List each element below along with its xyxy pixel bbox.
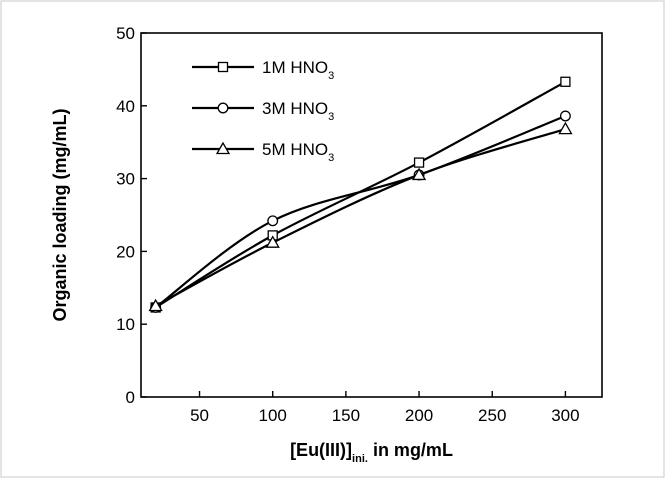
marker-square — [560, 76, 571, 87]
legend-label-sub: 3 — [328, 111, 334, 123]
legend-label-sub: 3 — [328, 70, 334, 82]
legend-label-main: 5M HNO — [262, 140, 328, 159]
marker-square — [413, 157, 425, 168]
series-3 — [148, 121, 573, 312]
marker-triangle — [215, 141, 231, 155]
axis-ticks: 50 100 150 200 250 300 0 10 20 30 40 50 — [116, 24, 580, 425]
plot-frame — [140, 32, 603, 398]
marker-circle — [217, 102, 229, 114]
series-line — [155, 80, 566, 309]
series-line — [155, 128, 566, 307]
marker-triangle — [148, 298, 163, 312]
x-tick-label: 150 — [332, 406, 360, 425]
legend-entry-2: 3M HNO3 — [192, 99, 334, 123]
x-axis-title-sub: ini. — [352, 453, 368, 465]
marker-circle — [559, 110, 571, 122]
y-tick-label: 20 — [116, 242, 135, 261]
legend-entry-1: 1M HNO3 — [192, 58, 334, 82]
x-tick-label: 100 — [259, 406, 287, 425]
y-tick-label: 40 — [116, 97, 135, 116]
legend-label: 5M HNO3 — [262, 140, 334, 164]
legend-label: 1M HNO3 — [262, 58, 334, 82]
y-tick-label: 50 — [116, 24, 135, 43]
x-tick-label: 250 — [478, 406, 506, 425]
y-tick-label: 30 — [116, 170, 135, 189]
y-tick-label: 0 — [126, 388, 135, 407]
series-line — [154, 114, 566, 309]
x-tick-label: 300 — [551, 406, 579, 425]
y-tick-label: 10 — [116, 315, 135, 334]
legend-label: 3M HNO3 — [262, 99, 334, 123]
x-axis-title-main: [Eu(III)] — [290, 440, 352, 460]
marker-triangle — [411, 167, 427, 181]
marker-circle — [267, 215, 279, 227]
y-axis-title: Organic loading (mg/mL) — [50, 108, 70, 321]
marker-square — [217, 61, 229, 73]
marker-triangle — [558, 121, 573, 135]
series-layer — [148, 76, 573, 313]
x-tick-label: 200 — [405, 406, 433, 425]
legend-label-main: 3M HNO — [262, 99, 328, 118]
legend-entry-3: 5M HNO3 — [192, 140, 334, 164]
legend-label-sub: 3 — [328, 152, 334, 164]
x-axis-title: [Eu(III)]ini. in mg/mL — [290, 440, 453, 465]
x-tick-label: 50 — [190, 406, 209, 425]
legend-label-main: 1M HNO — [262, 58, 328, 77]
marker-triangle — [265, 235, 280, 248]
x-axis-title-suffix: in mg/mL — [368, 440, 453, 460]
